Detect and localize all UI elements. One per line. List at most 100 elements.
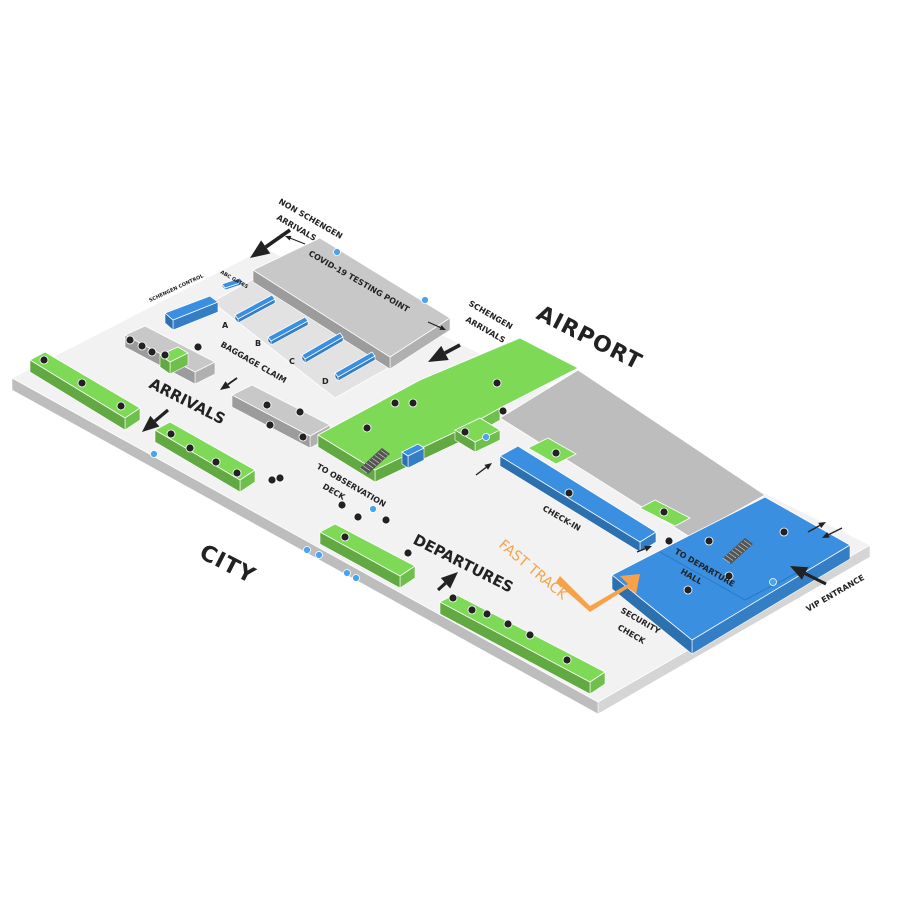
service-icon: [262, 400, 272, 410]
service-icon: [724, 571, 734, 581]
escalator-icon-step: [371, 457, 380, 464]
info-icon: [421, 296, 429, 304]
info-icon: [482, 433, 490, 441]
service-icon: [779, 527, 789, 537]
baggage-exit-arrow-icon-head: [220, 381, 231, 390]
info-icon: [315, 551, 323, 559]
escalator-icon-step: [731, 550, 740, 556]
service-icon: [564, 488, 574, 498]
service-icon: [267, 475, 277, 485]
check-in-hall-floor-top: [499, 369, 766, 538]
label-belt-c: C: [289, 357, 295, 366]
vip-entrance-arrow-icon-head: [790, 566, 809, 580]
service-icon: [498, 406, 508, 416]
baggage-service-block-top: [231, 384, 331, 437]
baggage-belt-b: [267, 316, 309, 346]
check-in-arrow-icon-shaft: [475, 466, 487, 476]
check-in-hall-floor: [499, 369, 766, 538]
escalator-icon-step: [377, 452, 386, 459]
check-in-counter-top: [499, 445, 657, 543]
vip-entrance-arrow-icon-shaft: [804, 572, 827, 586]
service-icon: [160, 350, 170, 360]
service-icon: [125, 335, 135, 345]
departure-hall-top: [611, 496, 851, 641]
zone-label-city: CITY: [195, 540, 259, 589]
service-icon: [362, 423, 372, 433]
observation-kiosk-top: [401, 443, 425, 457]
exit-arrow-icon-head: [818, 522, 826, 529]
info-icon: [769, 578, 777, 586]
covid-right-arrow-icon-shaft: [427, 321, 441, 329]
service-icon: [381, 515, 391, 525]
service-icon: [298, 432, 308, 442]
non-schengen-arrow-icon-head: [250, 240, 271, 258]
service-icon: [166, 429, 176, 439]
service-icon: [185, 443, 195, 453]
service-icon: [562, 655, 572, 665]
label-belt-b: B: [255, 339, 261, 348]
covid-left-arrow-icon-shaft: [290, 237, 306, 245]
service-icon: [232, 468, 242, 478]
service-icon: [403, 548, 413, 558]
security-arrow-icon-head: [644, 545, 652, 552]
baggage-exit-arrow-icon-shaft: [227, 377, 238, 386]
info-icon: [303, 546, 311, 554]
departures-arrow-icon-head: [440, 572, 458, 589]
arrivals-arrow-icon-shaft: [153, 408, 170, 423]
arrivals-shops-strip-2-top: [154, 421, 256, 481]
departure-hall-divider: [659, 551, 746, 601]
schengen-control-booths: [164, 295, 219, 331]
info-icon: [150, 450, 158, 458]
info-kiosk: [527, 437, 577, 465]
security-arrow-icon-shaft: [636, 548, 646, 553]
service-icon: [492, 378, 502, 388]
schengen-arrow-icon-head: [428, 345, 449, 362]
escalator-icon-step: [380, 450, 389, 456]
covid-right-arrow-icon-head: [439, 325, 446, 330]
service-icon: [275, 473, 285, 483]
service-icon: [353, 512, 363, 522]
service-icon: [116, 401, 126, 411]
escalator-icon-step: [740, 542, 749, 549]
info-kiosk-top: [527, 437, 577, 465]
service-icon: [39, 355, 49, 365]
escalator-icon-step: [374, 455, 383, 461]
abc-gates-top: [221, 277, 244, 289]
exit-arrow-icon-shaft: [807, 524, 821, 533]
service-icon: [448, 593, 458, 603]
service-icon: [659, 507, 669, 517]
escalator-icon-body: [360, 448, 390, 474]
escalator-icon-body: [723, 538, 753, 564]
escalator-icon-step: [743, 540, 752, 546]
entry-arrow-icon-head: [822, 532, 830, 538]
service-icon: [193, 342, 203, 352]
observation-kiosk: [401, 443, 425, 469]
non-schengen-arrow-icon-shaft: [264, 228, 292, 249]
baggage-belt-c-top: [301, 332, 344, 360]
baggage-belt-a-top: [234, 294, 276, 320]
label-belt-a: A: [222, 321, 229, 330]
fast-track-arrow-icon: [556, 574, 640, 612]
service-icon: [482, 609, 492, 619]
service-icon: [525, 630, 535, 640]
service-icon: [408, 398, 418, 408]
info-icon: [333, 248, 341, 256]
service-icon: [295, 407, 305, 417]
service-icon: [551, 448, 561, 458]
baggage-belt-b-top: [267, 316, 309, 342]
covid-testing-block-top: [252, 237, 451, 358]
escalator-icon-step: [722, 557, 731, 564]
service-icon: [664, 536, 674, 546]
service-icon: [211, 457, 221, 467]
escalator-icon-step: [365, 462, 374, 469]
escalator-icon-step: [728, 552, 737, 559]
schengen-control-booths-top: [164, 295, 219, 321]
escalator-icon-step: [725, 555, 734, 561]
escalator-icon: [359, 448, 390, 474]
arrivals-arrow-icon-head: [142, 415, 160, 432]
service-icon: [147, 347, 157, 357]
schengen-arrow-icon-shaft: [444, 343, 461, 355]
service-icon: [704, 536, 714, 546]
